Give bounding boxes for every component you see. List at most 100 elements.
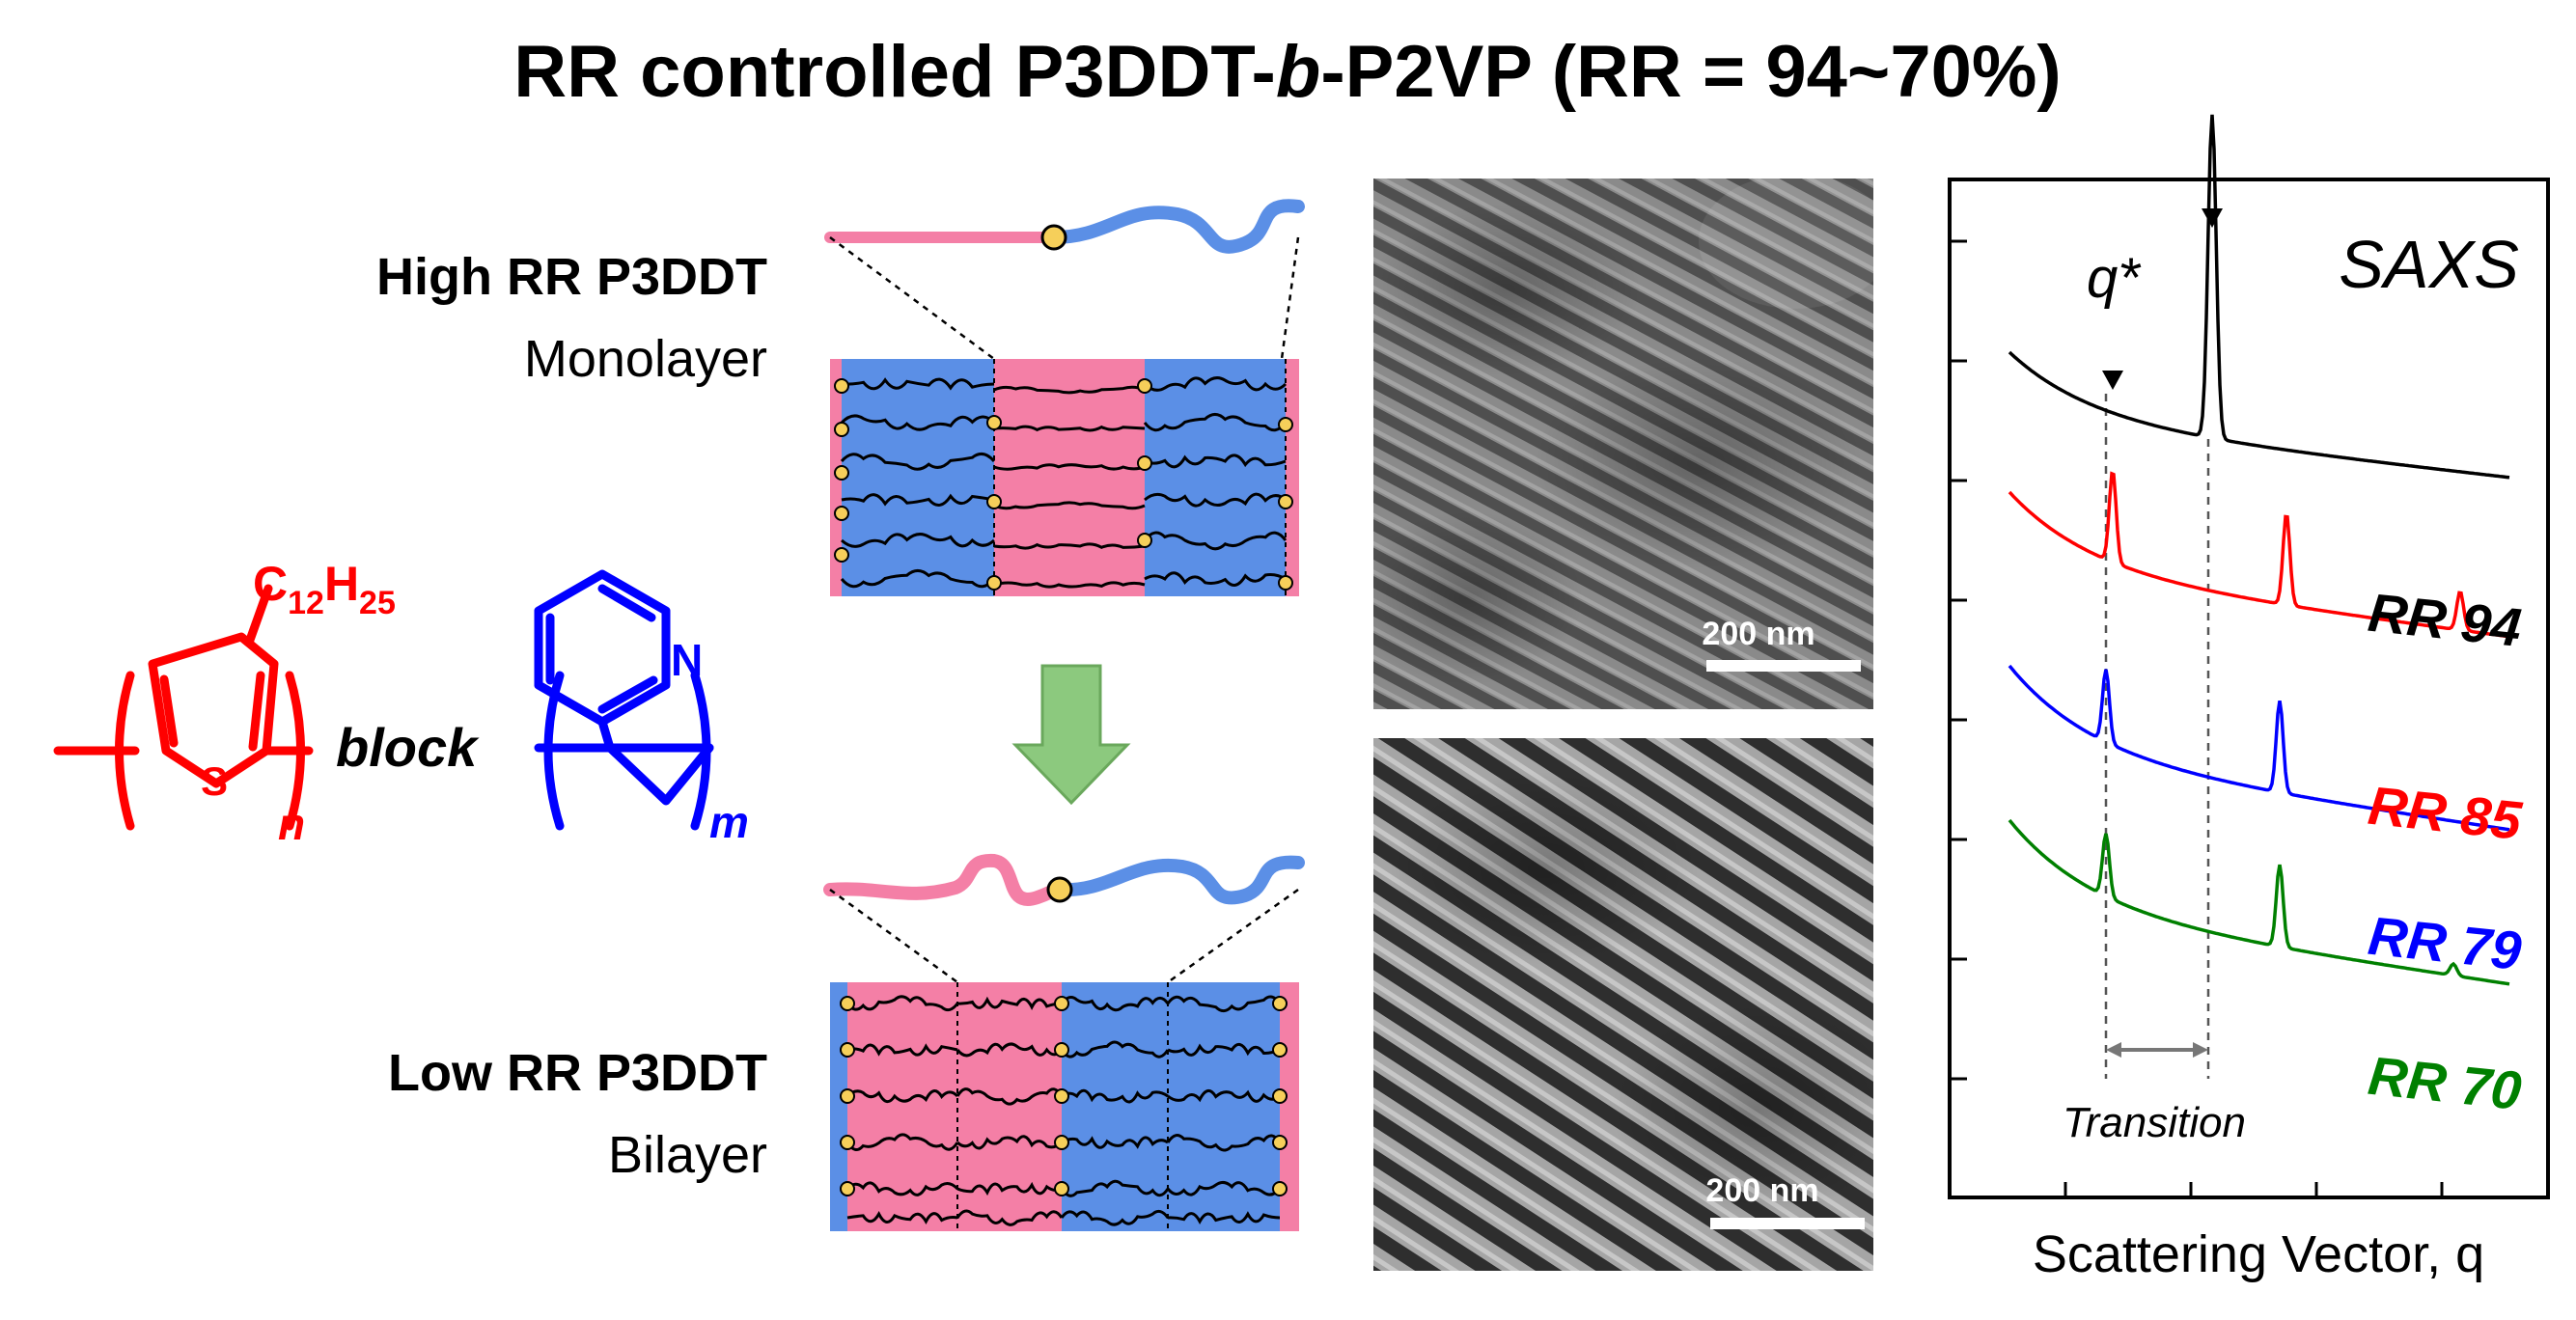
junction-dot	[1054, 1181, 1069, 1196]
p2vp-coil	[1061, 1136, 1169, 1149]
p3ddt-coil	[845, 995, 959, 1012]
page-title: RR controlled P3DDT-b-P2VP (RR = 94~70%)	[513, 31, 2061, 113]
scale-bar-bottom: 200 nm	[1705, 1172, 1865, 1229]
subscript-m: m	[709, 797, 749, 847]
p2vp-coil	[1060, 1209, 1170, 1226]
svg-text:200 nm: 200 nm	[1705, 1172, 1818, 1209]
p2vp-coil	[1167, 1089, 1281, 1103]
bilayer-schematic	[830, 982, 1299, 1231]
x-axis-label: Scattering Vector, q	[2033, 1225, 2484, 1283]
p3ddt-coil	[956, 1042, 1064, 1058]
p3ddt-coil	[956, 1135, 1064, 1150]
p2vp-coil	[1144, 492, 1287, 508]
bilayer-label: Bilayer	[608, 1126, 767, 1184]
junction-dot	[1272, 1135, 1288, 1150]
peak-marker-1	[2102, 371, 2123, 390]
nitrogen-atom: N	[671, 635, 703, 685]
p2vp-coil	[1143, 376, 1288, 392]
sulfur-atom: S	[201, 758, 228, 804]
p3ddt-chain	[993, 581, 1146, 589]
p3ddt-chain	[993, 385, 1146, 395]
junction-dot	[1054, 1088, 1069, 1104]
p2vp-structure	[534, 569, 714, 831]
p2vp-coil	[1166, 1134, 1282, 1152]
junction-dot	[840, 1181, 855, 1196]
junction-dot	[834, 465, 849, 481]
high-rr-chain	[824, 199, 1305, 254]
p3ddt-chain	[993, 542, 1146, 550]
saxs-curve-rr-79	[2008, 664, 2510, 832]
junction-dot	[1054, 996, 1069, 1011]
p3ddt-coil	[956, 1209, 1064, 1226]
p2vp-coil	[1167, 1211, 1281, 1225]
p3ddt-coil	[956, 996, 1063, 1010]
p3ddt-chain	[993, 463, 1146, 471]
svg-text:200 nm: 200 nm	[1702, 616, 1814, 652]
p2vp-coil	[1167, 1042, 1281, 1057]
p3ddt-coil	[845, 1089, 959, 1104]
junction-dot	[986, 575, 1002, 591]
p2vp-coil	[1060, 1040, 1170, 1059]
chart-frame	[1948, 178, 2550, 1199]
p2vp-coil	[840, 568, 996, 589]
p3ddt-coil	[845, 1133, 959, 1151]
p3ddt-coil	[956, 1181, 1063, 1196]
junction-dot	[840, 1042, 855, 1058]
q-star-label: q*	[2087, 247, 2142, 310]
peak-marker-2	[2202, 208, 2223, 228]
junction-dot	[834, 547, 849, 563]
p2vp-coil	[1166, 1180, 1282, 1196]
p2vp-coil	[1143, 531, 1288, 551]
junction-dot	[1278, 417, 1293, 432]
junction-dot	[1054, 1042, 1069, 1058]
p2vp-coil	[840, 453, 996, 471]
p2vp-coil	[1061, 1088, 1169, 1104]
p2vp-coil	[840, 533, 996, 548]
p3ddt-coil	[956, 1087, 1064, 1106]
junction-dot	[834, 422, 849, 437]
p2vp-coil	[840, 414, 996, 431]
junction-dot	[1137, 533, 1152, 548]
junction-dot	[1272, 1088, 1288, 1104]
saxs-title: SAXS	[2339, 227, 2519, 302]
junction-dot	[840, 996, 855, 1011]
block-label: block	[336, 717, 480, 778]
p2vp-coil	[1060, 1179, 1170, 1197]
c12h25-substituent: C12H25	[253, 557, 396, 621]
low-rr-label: Low RR P3DDT	[388, 1044, 767, 1102]
junction-dot	[1278, 575, 1293, 591]
junction-dot	[1272, 1181, 1288, 1196]
high-rr-label: High RR P3DDT	[376, 248, 767, 306]
p2vp-coil	[1144, 454, 1287, 469]
p2vp-coil	[841, 493, 995, 507]
junction-dot	[986, 415, 1002, 430]
transition-label: Transition	[2063, 1099, 2246, 1146]
junction-dot	[1137, 455, 1152, 471]
junction-dot	[834, 378, 849, 394]
p2vp-coil	[1144, 571, 1287, 587]
p2vp-coil	[1060, 996, 1170, 1012]
transition-arrow	[2106, 1042, 2208, 1058]
junction-dot	[834, 506, 849, 521]
monolayer-schematic	[830, 359, 1299, 596]
junction-dot	[986, 494, 1002, 509]
junction-dot	[840, 1088, 855, 1104]
p3ddt-coil	[846, 1043, 958, 1057]
down-arrow	[1011, 664, 1131, 806]
p3ddt-coil	[846, 1210, 958, 1225]
monolayer-label: Monolayer	[524, 330, 767, 388]
p2vp-coil	[841, 377, 995, 391]
junction-dot	[1272, 996, 1288, 1011]
junction-dot	[840, 1135, 855, 1150]
junction-dot	[1272, 1042, 1288, 1058]
junction-dot	[1137, 378, 1152, 394]
saxs-curve-rr-94	[2008, 114, 2510, 480]
saxs-curve-rr-70	[2008, 818, 2510, 986]
p2vp-coil	[1143, 412, 1288, 432]
p3ddt-coil	[845, 1181, 959, 1196]
scale-bar-top: 200 nm	[1702, 616, 1861, 672]
p3ddt-structure	[53, 584, 314, 831]
tem-image-low-rr	[1373, 738, 1873, 1271]
junction-dot	[1054, 1135, 1069, 1150]
